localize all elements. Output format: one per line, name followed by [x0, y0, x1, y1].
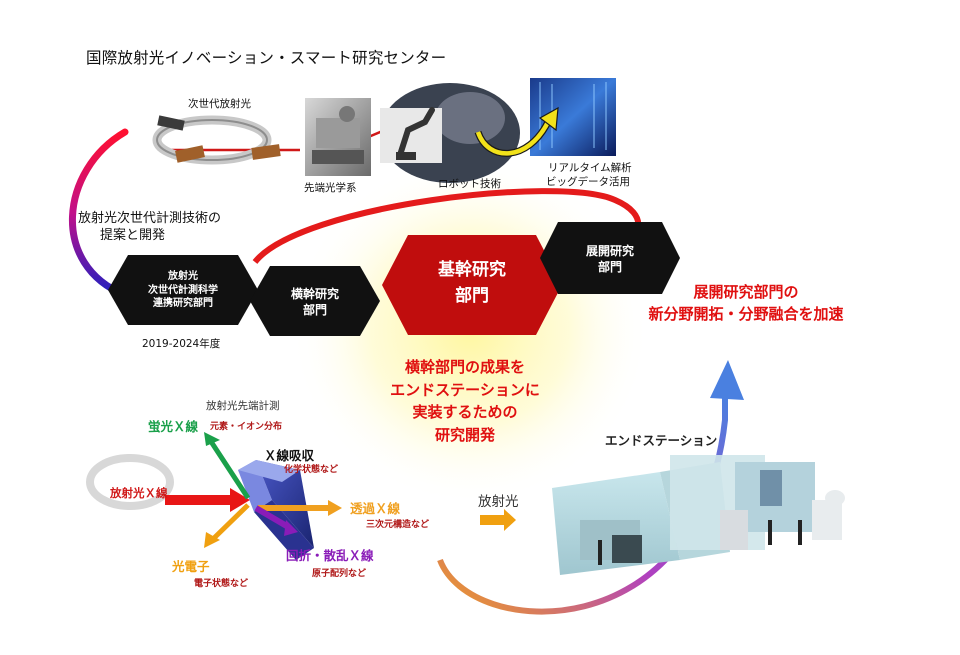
cross-message-line-3: 実装するための	[412, 403, 518, 421]
realtime-label-2: ビッグデータ活用	[546, 176, 630, 188]
magnet-block-back	[157, 115, 185, 131]
hex-collab-shape	[108, 255, 258, 325]
realtime-label-1: リアルタイム解析	[548, 162, 632, 174]
hex-collab-line-2: 次世代計測科学	[148, 284, 218, 296]
light-ring-icon	[86, 454, 174, 510]
robot-arm-base	[396, 152, 416, 160]
diffraction-ray	[254, 505, 292, 531]
fluorescence-ray	[207, 438, 251, 500]
proposal-line-2: 提案と開発	[100, 228, 166, 243]
photoelectron-sub: 電子状態など	[194, 579, 249, 589]
light-arrow	[480, 515, 506, 525]
hex-core-shape	[382, 235, 562, 335]
hex-expand-shape	[540, 222, 680, 294]
sample-cube-side	[238, 460, 272, 512]
sample-cube-front	[256, 460, 314, 548]
absorption-sub: 化学状態など	[284, 465, 339, 475]
hex-core-line-2: 部門	[455, 285, 489, 306]
cross-message-line-1: 横幹部門の成果を	[404, 358, 525, 376]
cross-message: 横幹部門の成果を エンドステーションに 実装するための 研究開発	[350, 356, 580, 446]
ring-outline	[156, 119, 268, 161]
endstation-illustration	[552, 455, 845, 575]
hex-collab-label: 放射光 次世代計測科学 連携研究部門	[118, 270, 248, 311]
robot-photo-people	[435, 92, 505, 144]
expansion-message-line-1: 展開研究部門の	[693, 283, 799, 301]
absorption-label: Ｘ線吸収	[264, 448, 315, 463]
hex-cross-label: 横幹研究 部門	[260, 286, 370, 318]
big-arc-head	[710, 360, 744, 400]
advanced-optics-label: 先端光学系	[304, 182, 357, 194]
endstation-label: エンドステーション	[605, 433, 718, 448]
hex-core-line-1: 基幹研究	[438, 260, 506, 280]
yellow-arrowhead	[538, 106, 559, 132]
hex-collab-line-3: 連携研究部門	[153, 298, 213, 309]
diffraction-ray-head	[284, 520, 298, 536]
incident-label: 放射光Ｘ線	[110, 486, 168, 500]
hex-core-label: 基幹研究 部門	[392, 258, 552, 309]
transmission-label: 透過Ｘ線	[350, 501, 401, 516]
light-source-label: 放射光	[478, 494, 519, 510]
fluorescence-ray-head	[204, 432, 220, 446]
measurement-header: 放射光先端計測	[206, 400, 280, 412]
optics-device	[316, 118, 360, 148]
magnet-block-left	[175, 145, 205, 163]
incident-beam	[165, 495, 233, 505]
hex-cross-line-2: 部門	[302, 303, 327, 318]
magnet-block-right	[251, 144, 281, 160]
transmission-ray-head	[328, 500, 342, 516]
hex-cross-line-1: 横幹研究	[290, 287, 339, 301]
hex-cross-shape	[250, 266, 380, 336]
page-title: 国際放射光イノベーション・スマート研究センター	[86, 49, 447, 67]
period-label: 2019-2024年度	[142, 338, 221, 350]
expansion-message: 展開研究部門の 新分野開拓・分野融合を加速	[606, 282, 886, 326]
fluorescence-label: 蛍光Ｘ線	[148, 419, 199, 434]
robotics-label: ロボット技術	[438, 178, 501, 190]
photoelectron-label: 光電子	[172, 559, 210, 574]
sample-cube-top	[238, 460, 300, 482]
hex-collab-line-1: 放射光	[168, 271, 198, 282]
hex-expand-label: 展開研究 部門	[550, 243, 670, 275]
next-gen-light-label: 次世代放射光	[188, 98, 251, 110]
diffraction-label: 回折・散乱Ｘ線	[286, 548, 374, 563]
proposal-line-1: 放射光次世代計測技術の	[78, 211, 222, 226]
fluorescence-sub: 元素・イオン分布	[210, 422, 283, 432]
optics-base	[312, 150, 364, 164]
optics-lens	[339, 106, 355, 122]
cross-message-line-2: エンドステーションに	[390, 380, 540, 399]
transmission-sub: 三次元構造など	[366, 520, 430, 530]
yellow-arrow	[475, 120, 551, 156]
incident-beam-head	[230, 488, 250, 512]
photoelectron-ray-head	[204, 532, 220, 548]
hex-expand-line-1: 展開研究	[585, 244, 634, 258]
hex-expand-line-2: 部門	[597, 260, 622, 275]
cross-message-line-4: 研究開発	[434, 425, 495, 444]
expansion-message-line-2: 新分野開拓・分野融合を加速	[648, 304, 844, 323]
left-cycle-arc	[69, 128, 129, 299]
photoelectron-ray	[210, 503, 250, 542]
diffraction-sub: 原子配列など	[312, 569, 367, 579]
light-arrow-head	[504, 509, 516, 531]
robot-arm-icon	[397, 107, 435, 158]
